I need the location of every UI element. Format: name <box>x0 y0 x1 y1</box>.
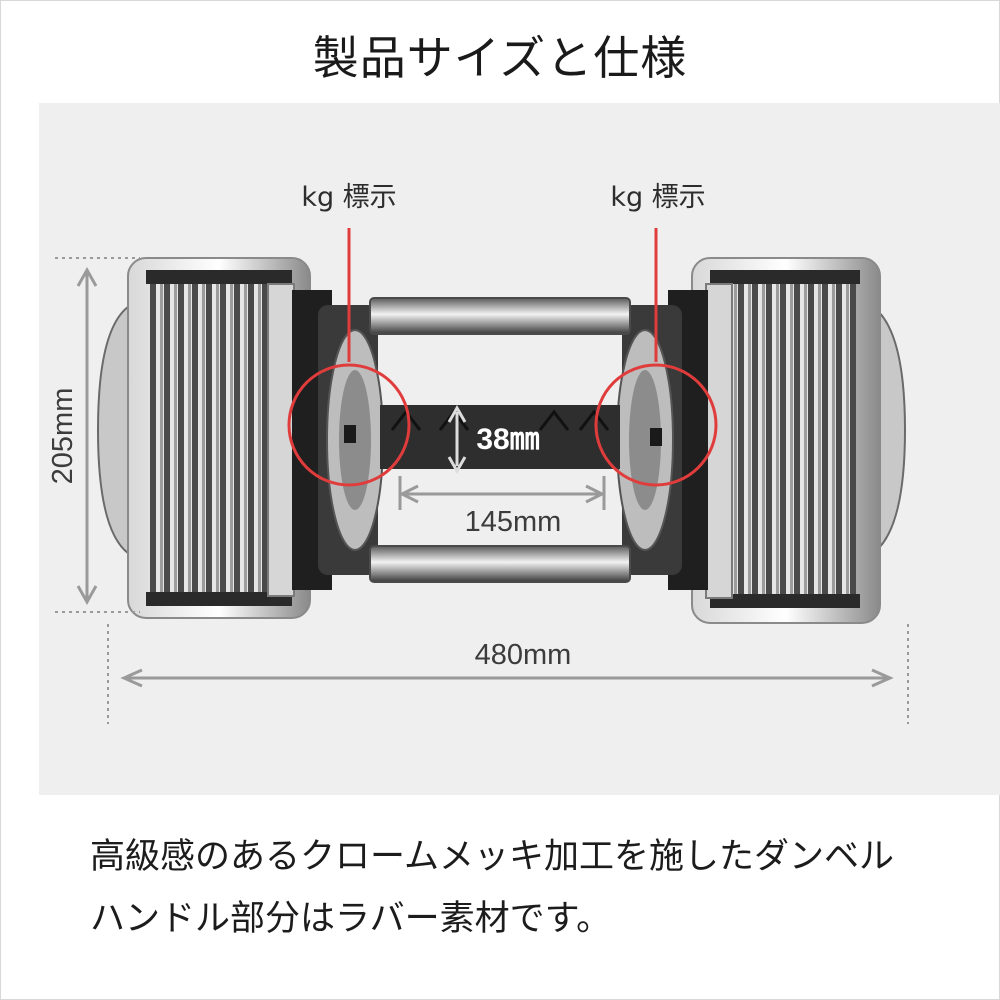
page-title: 製品サイズと仕様 <box>312 31 688 85</box>
height-dimension-label: 205mm <box>47 388 79 485</box>
caption-line-2: ハンドル部分はラバー素材です。 <box>90 899 612 939</box>
total-length-label: 480mm <box>475 639 572 671</box>
product-figure-panel: kg 標示 kg 標示 205mm 38㎜ 145mm 480mm <box>39 103 1000 795</box>
right-weight-stack <box>616 257 907 624</box>
callout-markers <box>287 228 718 487</box>
grip-length-label: 145mm <box>465 506 562 538</box>
product-description: 高級感のあるクロームメッキ加工を施したダンベル ハンドル部分はラバー素材です。 <box>90 826 970 950</box>
kg-label-left: kg 標示 <box>301 182 396 213</box>
dimension-lines <box>55 257 909 724</box>
caption-line-1: 高級感のあるクロームメッキ加工を施したダンベル <box>90 837 894 877</box>
kg-label-right: kg 標示 <box>610 182 705 213</box>
handle-frame <box>369 297 631 583</box>
grip-diameter-label: 38㎜ <box>476 423 539 456</box>
left-weight-stack <box>96 257 384 619</box>
